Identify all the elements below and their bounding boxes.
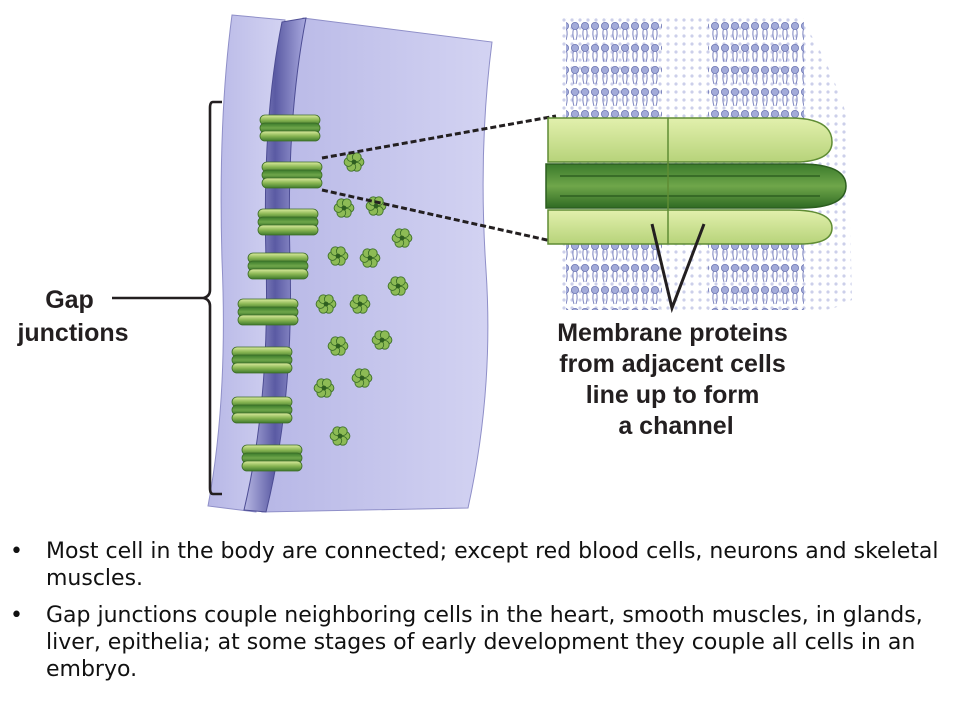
connexon-channel-core	[545, 163, 847, 209]
connexon-flower	[315, 294, 337, 314]
connexon-flower	[327, 246, 349, 266]
connexon-flower	[387, 276, 409, 296]
lipid-bilayer-left-top	[566, 18, 662, 126]
lipid-bilayer-right-top	[708, 18, 804, 126]
connexon-flower	[351, 368, 373, 388]
connexon-stack	[241, 444, 303, 472]
connexon-stacks	[231, 114, 323, 472]
gap-junctions-label: Gap junctions	[16, 286, 128, 347]
bullet-marker: •	[10, 603, 23, 628]
connexon-flower	[359, 248, 381, 268]
zoom-line-bottom	[321, 188, 557, 244]
bullet-marker: •	[10, 539, 23, 564]
lipid-bilayer-left-bottom	[566, 238, 662, 310]
connexon-flower	[329, 426, 351, 446]
connexon-flower	[343, 152, 365, 172]
channel-inset	[545, 18, 852, 314]
gap-junction-diagram: Gap junctions Membrane proteins from adj…	[16, 14, 852, 513]
connexon-flower	[333, 198, 355, 218]
connexon-stack	[261, 161, 323, 189]
connexon-tube-top	[547, 117, 833, 163]
connexon-tube-bottom	[547, 209, 833, 245]
connexon-stack	[257, 208, 319, 236]
connexon-flower	[313, 378, 335, 398]
bullet-text: Gap junctions couple neighboring cells i…	[46, 603, 923, 682]
bullet-item: • Gap junctions couple neighboring cells…	[10, 602, 940, 683]
bullet-item: • Most cell in the body are connected; e…	[10, 538, 940, 592]
membrane-proteins-label: Membrane proteins from adjacent cells li…	[557, 319, 795, 440]
connexon-stack	[259, 114, 321, 142]
bullet-text: Most cell in the body are connected; exc…	[46, 539, 939, 591]
bullet-list: • Most cell in the body are connected; e…	[10, 538, 940, 693]
connexon-stack	[247, 252, 309, 280]
connexon-flower	[327, 336, 349, 356]
connexon-stack	[231, 346, 293, 374]
lipid-bilayer-right-bottom	[708, 238, 804, 310]
connexon-flower	[391, 228, 413, 248]
connexon-flower	[349, 294, 371, 314]
connexon-stack	[231, 396, 293, 424]
connexon-stack	[237, 298, 299, 326]
zoom-line-top	[321, 114, 557, 160]
membrane-proteins-pointer	[650, 223, 706, 314]
connexon-flower	[371, 330, 393, 350]
